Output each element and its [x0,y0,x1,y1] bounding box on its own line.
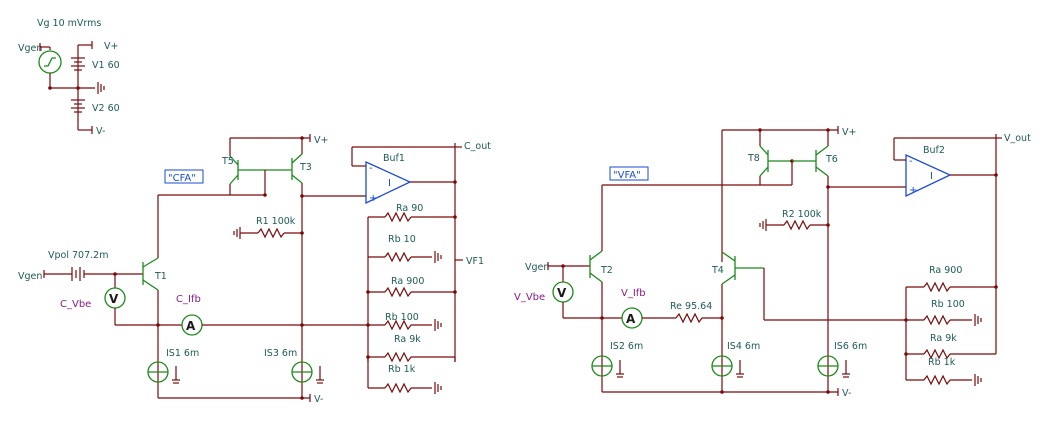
transistor-t2-icon [589,185,603,392]
rb100-vfa-label: Rb 100 [931,299,965,310]
cfa-tag: "CFA" [168,173,196,184]
transistor-t5-icon [229,138,265,195]
transistor-t8-icon [759,130,792,185]
v-vbe-meter-symbol: V [557,286,567,300]
is4-label: IS4 6m [727,341,760,352]
c-vbe-label: C_Vbe [60,299,91,310]
vminus-vfa-label: V- [842,388,851,399]
cfa-circuit: "CFA" V+ T5 T3 [18,134,491,405]
transistor-t3-icon [265,138,303,398]
v2-label: V2 60 [92,103,120,114]
rb10-label: Rb 10 [388,234,416,245]
buf2-plus-sign: + [909,185,917,196]
re-label: Re 95.64 [670,301,712,312]
resistor-ra900-cfa-icon [384,286,412,298]
c-ifb-label: C_Ifb [176,294,201,305]
ra9k-vfa-label: Ra 9k [930,333,957,344]
c-ifb-meter-symbol: A [186,319,196,333]
rb100-cfa-label: Rb 100 [385,312,419,323]
t1-label: T1 [154,271,167,282]
resistor-ra900-vfa-icon [923,281,951,293]
v-vbe-label: V_Vbe [514,292,545,303]
rb1k-cfa-label: Rb 1k [388,364,416,375]
rb1k-vfa-label: Rb 1k [928,357,956,368]
resistor-re-icon [675,312,703,324]
t4-label: T4 [711,265,724,276]
battery-v1-icon [71,57,85,71]
vminus-top-label: V- [96,126,105,137]
vplus-top-label: V+ [104,41,118,52]
t2-label: T2 [600,265,613,276]
buf2-label: Buf2 [923,145,945,156]
t3-label: T3 [299,162,312,173]
t6-label: T6 [825,154,838,165]
transistor-t1-icon [142,195,159,398]
ra90-label: Ra 90 [396,203,423,214]
vgen-vfa-label: Vgen [525,262,549,273]
buffer-buf2-icon [905,153,952,198]
buf2-minus-sign: - [909,156,913,167]
battery-v2-icon [71,99,85,113]
buf1-minus-sign: - [369,163,373,174]
resistor-rb1k-vfa-icon [923,374,951,386]
vplus-vfa-label: V+ [842,127,856,138]
resistor-rb100-cfa-icon [384,319,412,331]
ra900-cfa-label: Ra 900 [391,276,424,287]
vfa-tag: "VFA" [613,170,641,181]
r1-label: R1 100k [256,216,296,227]
buf1-plus-sign: + [369,193,377,204]
v-ifb-meter-symbol: A [626,312,636,326]
vgen-cfa-label: Vgen [18,271,42,282]
is3-label: IS3 6m [264,348,297,359]
resistor-rb1k-cfa-icon [384,382,412,394]
transistor-t6-icon [792,130,829,392]
c-out-label: C_out [464,141,491,152]
buf1-gain-symbol: I [388,178,391,189]
resistor-rb10-icon [384,251,412,263]
vgen-top-label: Vgen [18,43,42,54]
v-out-label: V_out [1004,133,1031,144]
ra900-vfa-label: Ra 900 [929,265,962,276]
source-block: Vg 10 mVrms Vgen V+ V1 60 V2 [18,18,120,137]
is6-label: IS6 6m [834,341,867,352]
ra9k-cfa-label: Ra 9k [394,334,421,345]
is1-label: IS1 6m [166,348,199,359]
vf1-label: VF1 [466,256,484,267]
v-ifb-label: V_Ifb [621,288,646,299]
t5-label: T5 [221,156,234,167]
vpol-label: Vpol 707.2m [48,250,108,261]
is2-label: IS2 6m [610,341,643,352]
resistor-ra9k-vfa-icon [923,348,951,360]
vfa-circuit: "VFA" V+ T8 T6 [514,126,1031,399]
t8-label: T8 [747,153,760,164]
vplus-cfa-label: V+ [314,135,328,146]
buf2-gain-symbol: I [930,171,933,182]
vg-label: Vg 10 mVrms [37,18,101,29]
resistor-rb100-vfa-icon [923,314,951,326]
vminus-cfa-label: V- [314,394,323,405]
r2-label: R2 100k [782,209,822,220]
resistor-ra9k-cfa-icon [384,351,412,363]
transistor-t4-icon [721,251,764,392]
resistor-ra90-icon [384,211,412,223]
resistor-r1-icon [257,227,285,239]
v1-label: V1 60 [92,60,120,71]
resistor-r2-icon [783,219,811,231]
c-vbe-meter-symbol: V [109,292,119,306]
buf1-label: Buf1 [383,153,405,164]
battery-vpol-icon [71,267,85,281]
buffer-buf1-icon [365,160,412,205]
